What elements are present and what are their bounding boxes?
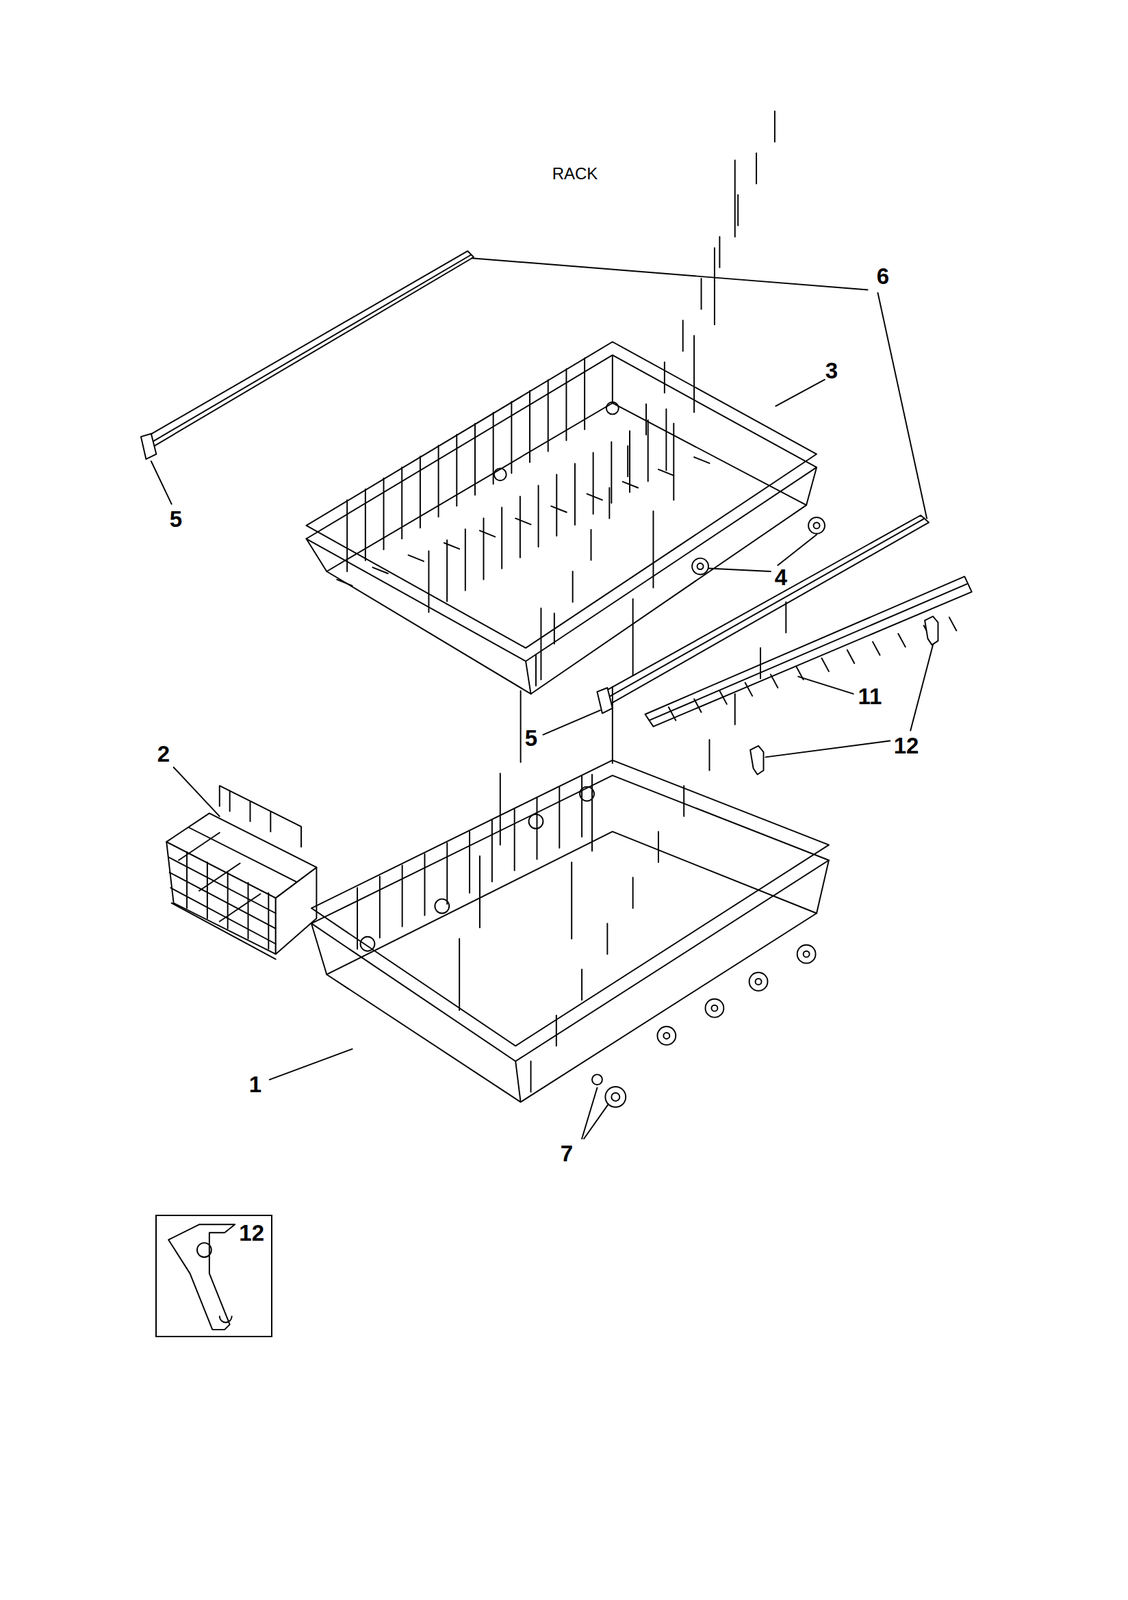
clip-detail — [168, 1224, 235, 1330]
callout-number: 5 — [169, 507, 183, 531]
callout-number: 3 — [825, 359, 838, 382]
lower-rack — [311, 160, 829, 1108]
leader-lines — [151, 258, 933, 1139]
diagram-title: RACK — [552, 165, 599, 183]
callout-number: 1 — [249, 1073, 262, 1096]
callout-number: 5 — [524, 726, 538, 750]
callout-number: 2 — [157, 742, 170, 766]
silverware-basket — [166, 785, 317, 959]
callout-number: 11 — [858, 685, 883, 708]
callout-number: 4 — [774, 566, 788, 589]
callout-number: 7 — [560, 1142, 573, 1165]
callout-number: 12 — [893, 734, 920, 758]
callout-number: 12 — [238, 1221, 265, 1245]
rack-rail — [141, 251, 474, 460]
cup-shelf — [645, 576, 972, 775]
detail-inset-box: 12 — [155, 1214, 273, 1338]
upper-rack — [306, 111, 825, 695]
callout-number: 6 — [876, 264, 890, 288]
